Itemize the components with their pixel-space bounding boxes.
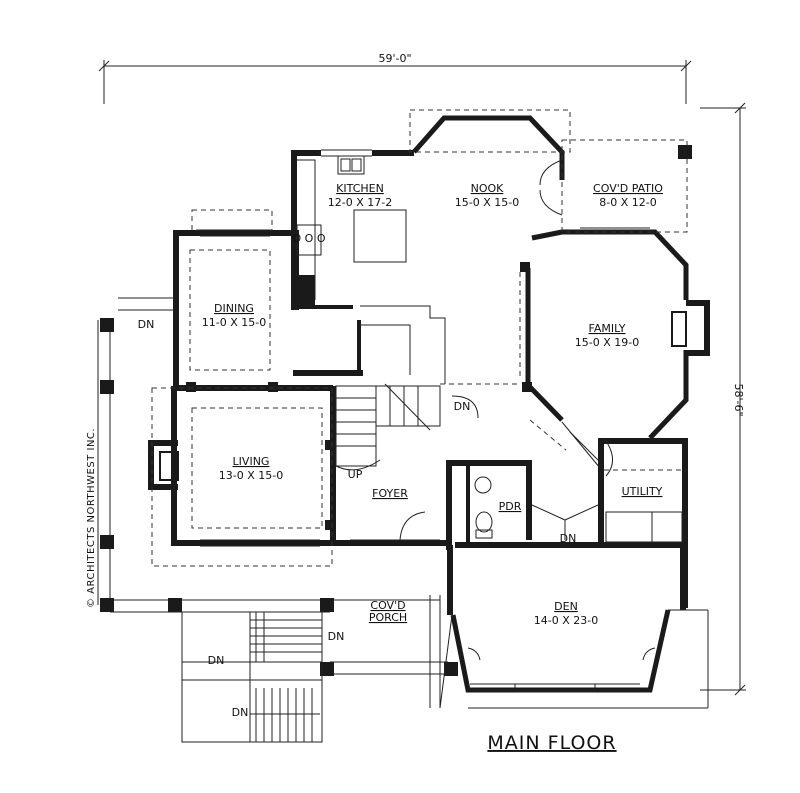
living-name: LIVING [233, 455, 270, 468]
plan-title: MAIN FLOOR [487, 732, 616, 754]
wall-oven-icon [296, 224, 322, 256]
stair-down-label-south: DN [232, 706, 249, 719]
exterior-stairs: DN DN DN DN DN [138, 318, 577, 743]
porch-line1: COV'D [370, 599, 405, 612]
porch-line2: PORCH [369, 611, 407, 624]
projections [151, 109, 688, 567]
kitchen-sink-icon [337, 155, 365, 175]
entry-door [350, 511, 440, 541]
stair-down-label-west: DN [208, 654, 225, 667]
foyer-name: FOYER [372, 487, 408, 500]
utility-name: UTILITY [622, 485, 663, 498]
dimension-depth: 58'-6" [700, 102, 746, 696]
kitchen-fixtures: O O O [293, 155, 407, 300]
covered-porch [97, 145, 692, 708]
kitchen-island [353, 209, 407, 263]
den-name: DEN [554, 600, 578, 613]
living-size: 13-0 X 15-0 [219, 469, 283, 482]
den-details [439, 609, 709, 709]
kitchen-size: 12-0 X 17-2 [328, 196, 392, 209]
interior-walls [186, 230, 604, 550]
nook-size: 15-0 X 15-0 [455, 196, 519, 209]
utility-fixtures [603, 437, 683, 543]
stair-up-label: UP [348, 468, 363, 481]
nook-name: NOOK [471, 182, 505, 195]
washer-icon [605, 511, 653, 543]
dining-size: 11-0 X 15-0 [202, 316, 266, 329]
kitchen-name: KITCHEN [336, 182, 384, 195]
pdr-fixtures [474, 476, 599, 540]
family-name: FAMILY [589, 322, 626, 335]
patio-size: 8-0 X 12-0 [599, 196, 656, 209]
toilet-icon [475, 511, 493, 533]
nook-french-doors [539, 159, 563, 216]
depth-dimension-label: 58'-6" [732, 383, 745, 416]
dimension-width: 59'-0" [98, 52, 692, 104]
wall-oven-label: O O O [293, 232, 326, 245]
lavatory-icon [474, 476, 492, 494]
patio-name: COV'D PATIO [593, 182, 663, 195]
pdr-name: PDR [499, 500, 522, 513]
den-size: 14-0 X 23-0 [534, 614, 598, 627]
stair-down-label-den: DN [560, 532, 577, 545]
main-stair: UP DN [335, 383, 479, 481]
room-labels: KITCHEN 12-0 X 17-2 NOOK 15-0 X 15-0 COV… [202, 182, 664, 627]
dryer-icon [651, 511, 683, 543]
copyright-credit: © ARCHITECTS NORTHWEST INC. [86, 428, 97, 608]
stair-down-label-porch: DN [328, 630, 345, 643]
stair-down-label-side: DN [138, 318, 155, 331]
stair-down-label-foyer: DN [454, 400, 471, 413]
dining-name: DINING [214, 302, 254, 315]
width-dimension-label: 59'-0" [378, 52, 411, 65]
family-size: 15-0 X 19-0 [575, 336, 639, 349]
